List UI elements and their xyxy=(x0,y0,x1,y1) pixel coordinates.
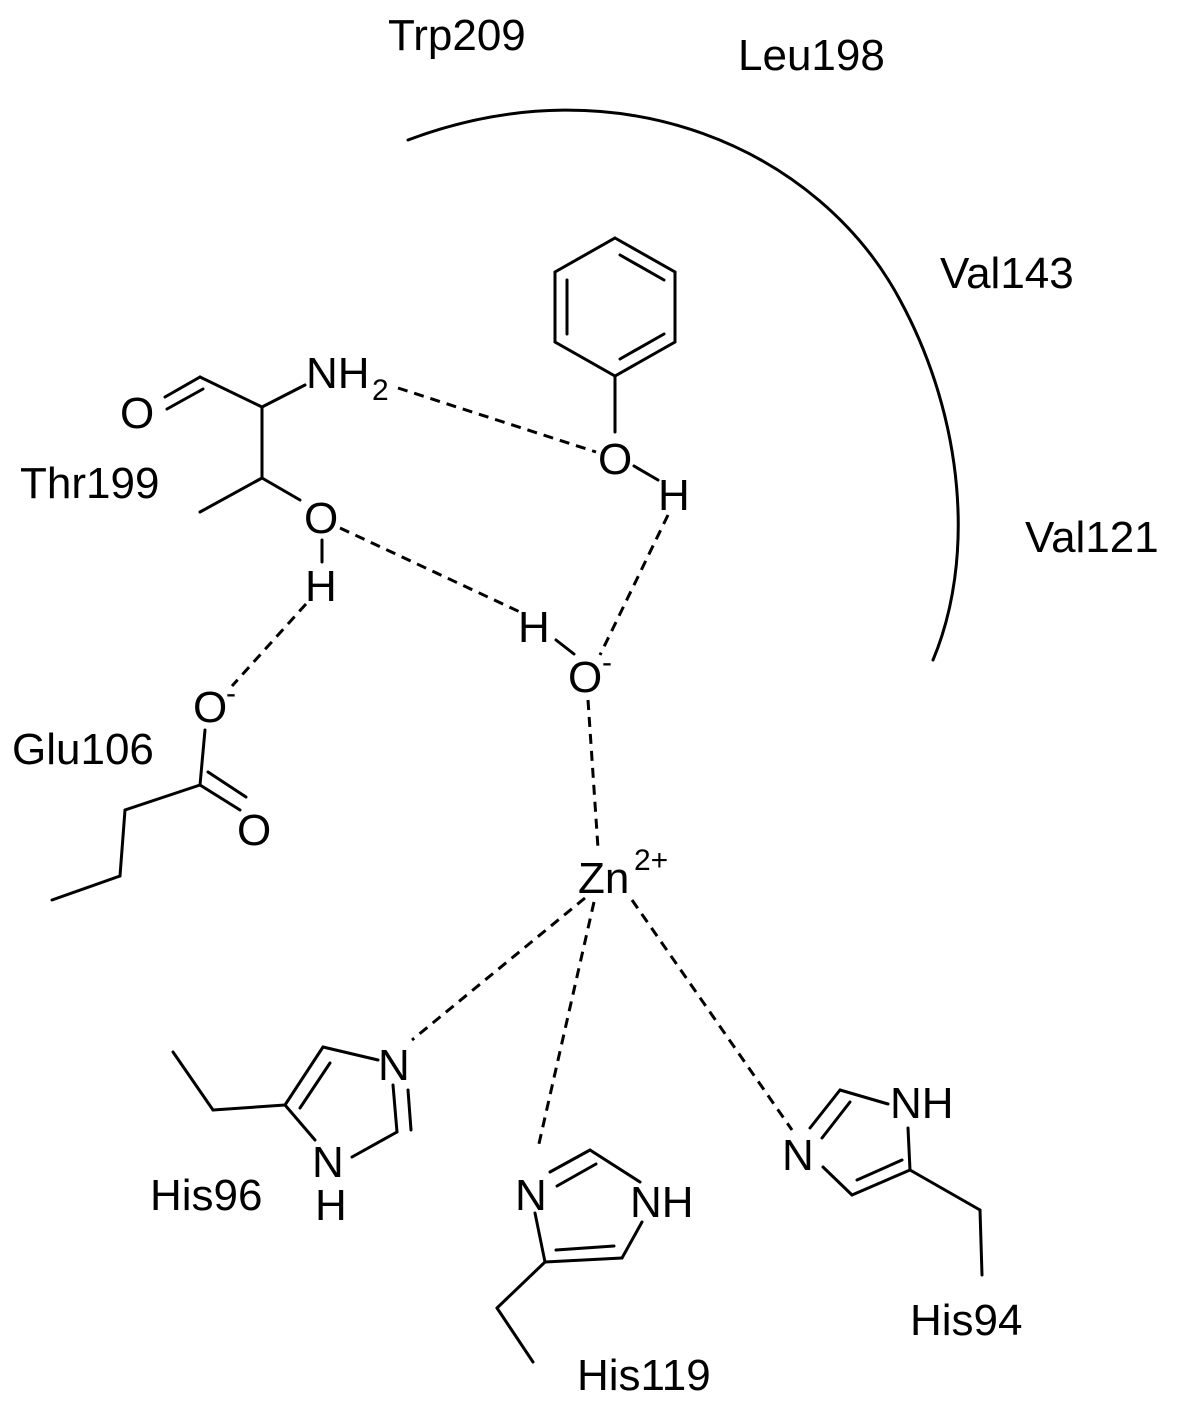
phenol-oh-bond xyxy=(632,464,660,482)
his96-imidazole xyxy=(171,1045,413,1159)
his119-nh: NH xyxy=(630,1178,694,1227)
residue-label-thr199: Thr199 xyxy=(20,459,159,508)
glu106-carboxylate-oxygen: O xyxy=(193,683,227,732)
his94-nh: NH xyxy=(890,1079,954,1128)
hydroxide-minus-charge: - xyxy=(602,646,612,679)
thr199-amine-subscript: 2 xyxy=(372,374,389,407)
thr199-hydroxyl-oxygen: O xyxy=(304,494,338,543)
thr199-carbonyl-oxygen: O xyxy=(120,389,154,438)
phenol-ring xyxy=(553,236,677,434)
thr199-hydroxyl-hydrogen: H xyxy=(305,562,337,611)
residue-label-his94: His94 xyxy=(910,1296,1023,1345)
his96-n1: N xyxy=(312,1138,344,1187)
hydroxide-oxygen: O xyxy=(568,653,602,702)
residue-label-val121: Val121 xyxy=(1025,513,1159,562)
his94-imidazole xyxy=(808,1088,984,1277)
hydrophobic-pocket-arc xyxy=(406,108,960,662)
his119-n3: N xyxy=(515,1171,547,1220)
phenol-hydrogen: H xyxy=(658,471,690,520)
his119-imidazole xyxy=(495,1148,644,1364)
phenol-oxygen: O xyxy=(598,435,632,484)
residue-label-trp209: Trp209 xyxy=(388,11,526,60)
residue-label-val143: Val143 xyxy=(940,249,1074,298)
glu106-carbonyl-oxygen: O xyxy=(237,806,271,855)
his96-n1-hydrogen: H xyxy=(315,1181,347,1230)
residue-label-his119: His119 xyxy=(577,1351,711,1400)
thr199-structure xyxy=(163,375,324,564)
glu106-minus-charge: - xyxy=(226,677,236,710)
thr199-amine-nh: NH xyxy=(306,349,370,398)
interaction-lines xyxy=(230,386,794,1149)
zinc-charge: 2+ xyxy=(634,844,668,877)
his96-n3: N xyxy=(378,1041,410,1090)
residue-label-his96: His96 xyxy=(150,1171,263,1220)
zinc-ion: Zn xyxy=(578,854,629,903)
hydroxide-hydrogen: H xyxy=(518,603,550,652)
residue-label-glu106: Glu106 xyxy=(12,725,154,774)
glu106-structure xyxy=(50,728,248,902)
residue-label-leu198: Leu198 xyxy=(738,31,885,80)
his94-n3: N xyxy=(782,1131,814,1180)
hydroxide-oh-bond xyxy=(554,638,576,656)
